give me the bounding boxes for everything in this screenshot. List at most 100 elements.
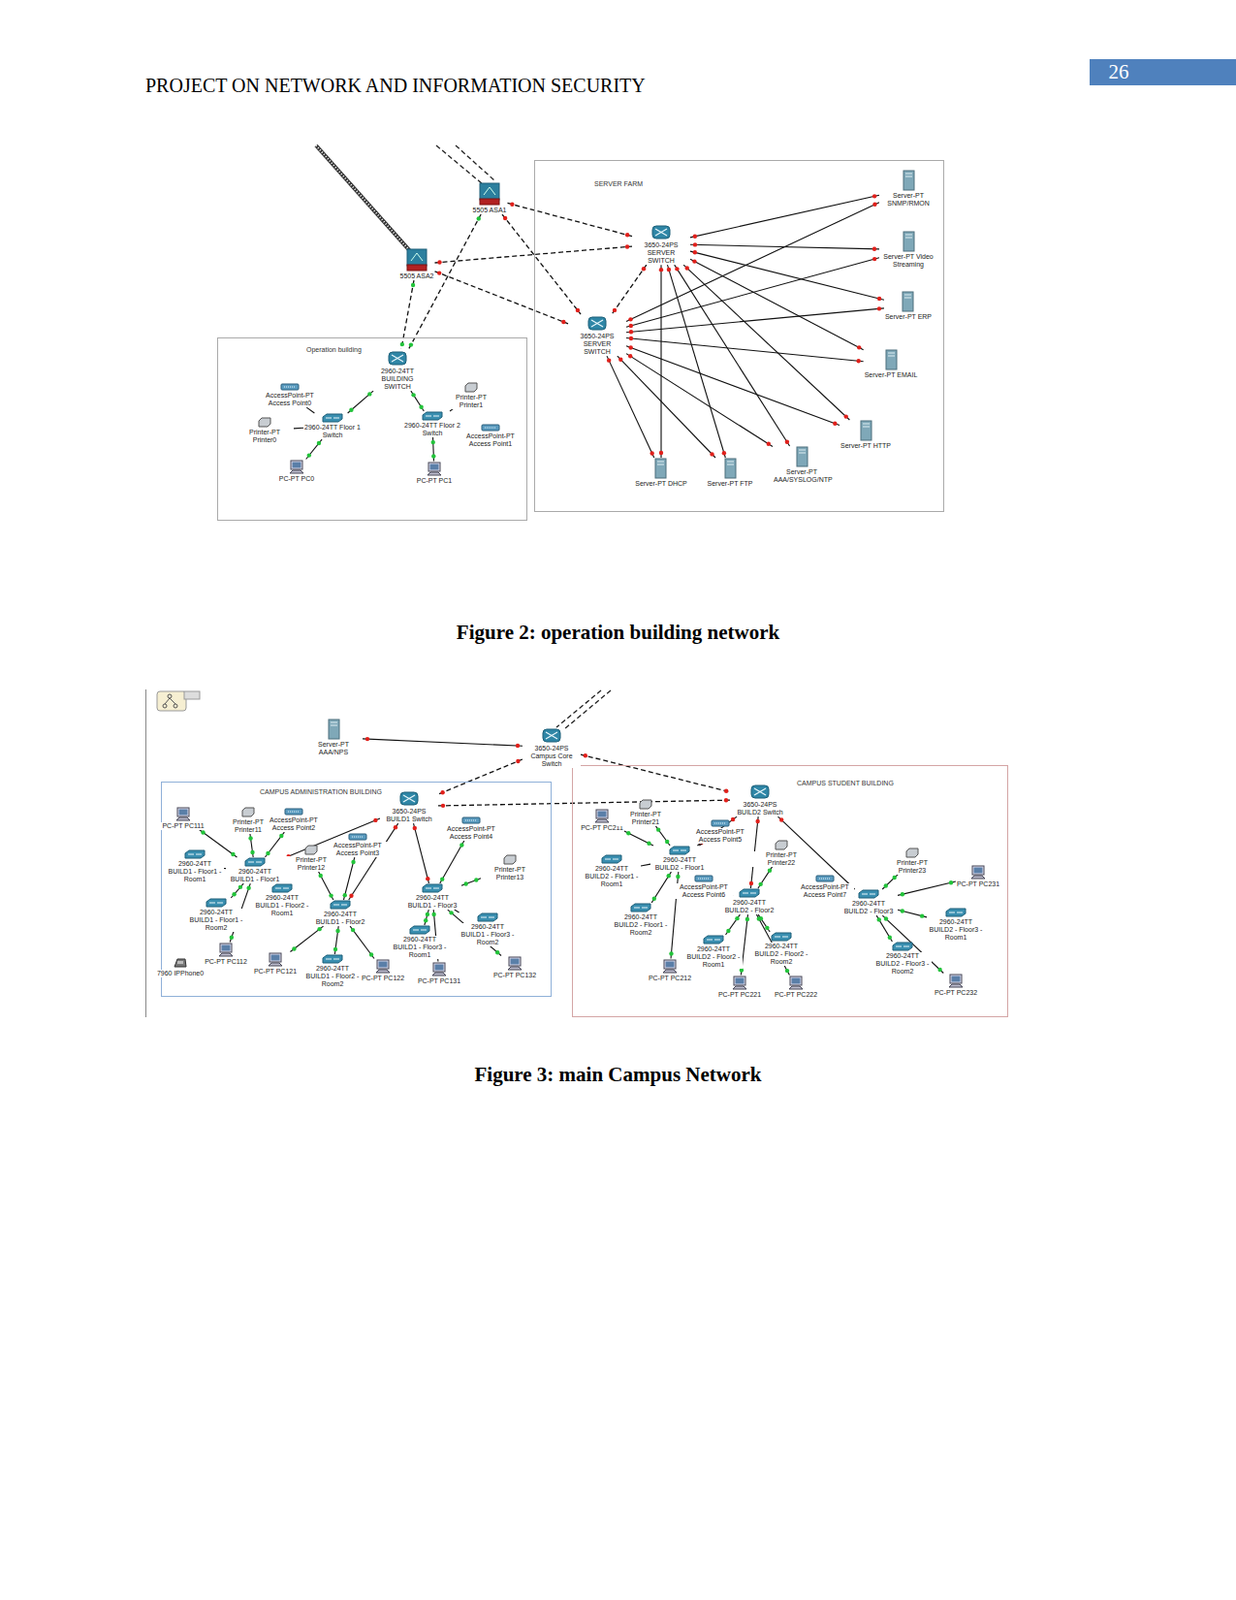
printer-device: Printer-PT Printer1: [442, 381, 501, 410]
device-icon: [244, 856, 266, 867]
network-link: [659, 264, 664, 458]
network-link: [362, 736, 523, 748]
network-link: [626, 353, 773, 447]
link-status-dot: [316, 441, 321, 445]
network-link: [449, 409, 453, 412]
link-line: [897, 909, 927, 918]
link-line: [580, 754, 731, 793]
switch-device: 2960-24TT Floor 1 Switch: [303, 412, 362, 440]
link-status-dot: [474, 877, 478, 882]
device-label: 2960-24TT BUILD1 - Floor2 - Room2: [303, 964, 362, 988]
network-link: [690, 242, 880, 252]
link-status-dot: [400, 342, 405, 347]
device-label: 2960-24TT BUILD2 - Floor3 - Room1: [926, 918, 985, 942]
link-status-dot: [625, 232, 630, 237]
link-line: [897, 881, 956, 895]
device-icon: [329, 899, 351, 910]
link-status-dot: [730, 817, 735, 822]
network-link: [440, 840, 465, 884]
device-icon: [406, 248, 428, 272]
link-status-dot: [441, 803, 445, 808]
link-status-dot: [693, 242, 698, 247]
link-status-dot: [724, 789, 729, 793]
link-line: [435, 271, 569, 324]
pc-device: PC-PT PC1: [415, 461, 453, 485]
link-status-dot: [229, 935, 234, 940]
link-status-dot: [724, 797, 729, 802]
network-link: [306, 407, 315, 413]
link-status-dot: [693, 234, 698, 239]
pc-device: PC-PT PC232: [933, 973, 979, 997]
link-status-dot: [877, 917, 882, 921]
device-icon: [463, 381, 479, 393]
link-status-dot: [343, 892, 348, 897]
device-icon: [637, 798, 654, 810]
link-line: [882, 874, 898, 889]
link-status-dot: [656, 826, 661, 831]
network-link: [461, 877, 481, 886]
device-label: AccessPoint-PT Access Point4: [442, 824, 501, 841]
switch-device: 2960-24TT BUILD1 - Floor2 - Room1: [253, 883, 312, 918]
network-link: [435, 270, 569, 324]
network-link: [617, 355, 716, 458]
link-line: [626, 338, 864, 362]
link-status-dot: [431, 453, 436, 458]
link-status-dot: [659, 450, 664, 455]
server-device: Server-PT AAA/NPS: [304, 718, 363, 757]
access-point: AccessPoint-PT Access Point7: [795, 874, 855, 899]
link-line: [306, 439, 322, 459]
link-line: [454, 909, 460, 913]
multilayer-switch: 3650-24PS BUILD1 Switch: [380, 789, 439, 824]
device-icon: [902, 169, 916, 191]
multilayer-switch: 2960-24TT BUILDING SWITCH: [368, 348, 427, 391]
device-label: AccessPoint-PT Access Point5: [691, 827, 750, 844]
device-icon: [303, 844, 319, 856]
device-icon: [710, 819, 730, 827]
device-label: 3650-24PS Campus Core Switch: [522, 744, 581, 768]
switch-device: 2960-24TT BUILD2 - Floor3 - Room2: [873, 941, 932, 976]
printer-device: Printer-PT Printer21: [616, 798, 675, 826]
link-line: [230, 883, 244, 898]
device-icon: [859, 419, 873, 442]
link-status-dot: [628, 345, 633, 349]
device-label: PC-PT PC1: [415, 476, 453, 485]
link-status-dot: [411, 392, 415, 397]
link-status-dot: [877, 296, 882, 301]
link-status-dot: [425, 912, 430, 917]
network-link: [507, 202, 633, 238]
device-icon: [461, 816, 481, 824]
link-status-dot: [316, 926, 321, 931]
group-heading: SERVER FARM: [593, 180, 644, 188]
link-status-dot: [766, 442, 771, 446]
device-label: 2960-24TT BUILD2 - Floor1 - Room1: [582, 864, 641, 888]
device-icon: [945, 907, 967, 918]
link-status-dot: [674, 266, 679, 271]
device-icon: [173, 956, 188, 969]
figure-edge: [145, 689, 147, 1017]
device-label: 2960-24TT BUILDING SWITCH: [368, 367, 427, 391]
link-status-dot: [335, 928, 340, 933]
printer-device: Printer-PT Printer23: [883, 847, 942, 875]
network-link: [438, 797, 731, 808]
device-icon: [651, 222, 671, 241]
link-status-dot: [755, 819, 760, 824]
device-label: 5505 ASA2: [398, 272, 435, 281]
network-link: [606, 355, 655, 458]
device-icon: [788, 975, 804, 990]
device-label: PC-PT PC132: [492, 971, 538, 980]
link-status-dot: [509, 202, 514, 207]
link-line: [683, 264, 850, 420]
switch-device: 2960-24TT BUILD1 - Floor1 - Room1: [165, 849, 224, 884]
link-status-dot: [646, 841, 651, 846]
network-link: [626, 306, 885, 334]
link-line: [690, 258, 864, 349]
device-label: 2960-24TT BUILD2 - Floor2 - Room1: [684, 945, 743, 969]
device-icon: [327, 718, 341, 740]
link-status-dot: [649, 450, 654, 455]
device-icon: [502, 854, 518, 865]
device-icon: [218, 942, 234, 957]
network-link: [624, 830, 654, 846]
link-status-dot: [949, 880, 953, 885]
switch-device: 2960-24TT BUILD1 - Floor2: [311, 899, 370, 926]
switch-device: 2960-24TT BUILD2 - Floor3 - Room1: [926, 907, 985, 942]
